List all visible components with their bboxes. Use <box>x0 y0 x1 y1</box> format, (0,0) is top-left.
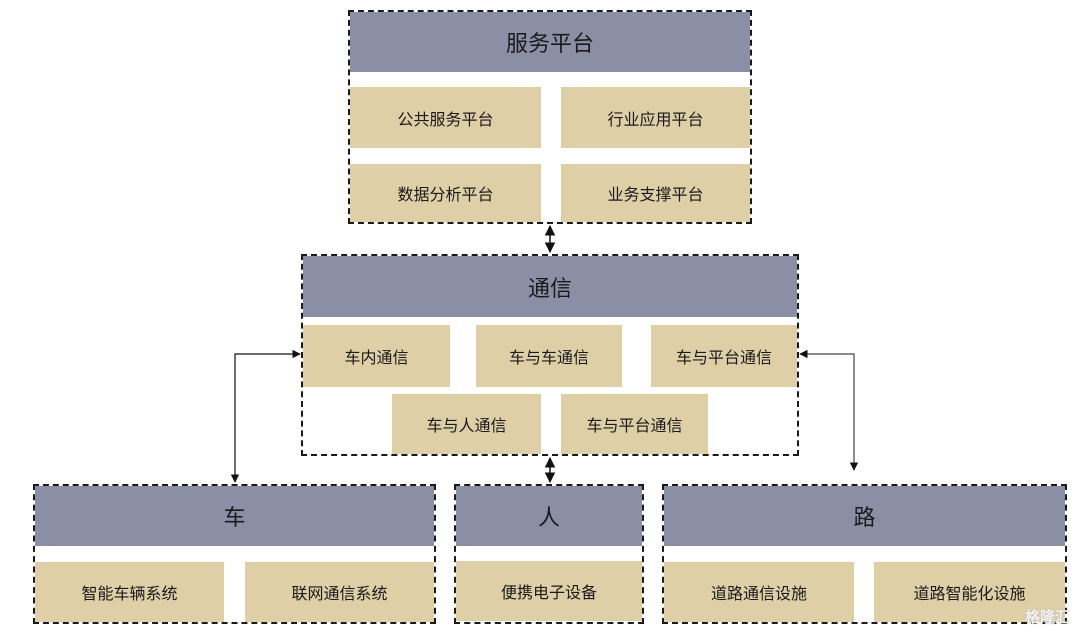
road-item-communication: 道路通信设施 <box>664 562 854 622</box>
road-group <box>662 484 1067 624</box>
person-header: 人 <box>456 486 642 546</box>
vehicle-item-intelligent: 智能车辆系统 <box>35 562 224 622</box>
person-group <box>454 484 644 624</box>
service-platform-header: 服务平台 <box>350 12 750 72</box>
person-item-portable-device: 便携电子设备 <box>456 561 642 621</box>
service-item-public: 公共服务平台 <box>350 87 541 148</box>
service-platform-group <box>348 10 752 224</box>
road-item-intelligent: 道路智能化设施 <box>874 562 1065 622</box>
road-header: 路 <box>664 486 1065 546</box>
service-item-industry: 行业应用平台 <box>561 87 750 148</box>
service-item-data-analysis: 数据分析平台 <box>350 164 541 222</box>
arrow-vehicle-communication <box>230 349 301 483</box>
comm-item-v2platform: 车与平台通信 <box>651 325 797 387</box>
service-item-business-support: 业务支撑平台 <box>561 164 750 222</box>
comm-item-v2person: 车与人通信 <box>392 394 541 454</box>
communication-group <box>301 254 799 456</box>
communication-header: 通信 <box>303 256 797 317</box>
comm-item-v2platform-2: 车与平台通信 <box>561 394 708 454</box>
vehicle-group <box>33 484 436 624</box>
comm-item-v2v: 车与车通信 <box>476 325 622 387</box>
arrow-road-communication <box>799 349 859 471</box>
vehicle-item-networked: 联网通信系统 <box>245 562 434 622</box>
vehicle-header: 车 <box>35 486 434 546</box>
watermark: 格隆汇 <box>1024 608 1070 626</box>
comm-item-in-vehicle: 车内通信 <box>303 325 450 387</box>
